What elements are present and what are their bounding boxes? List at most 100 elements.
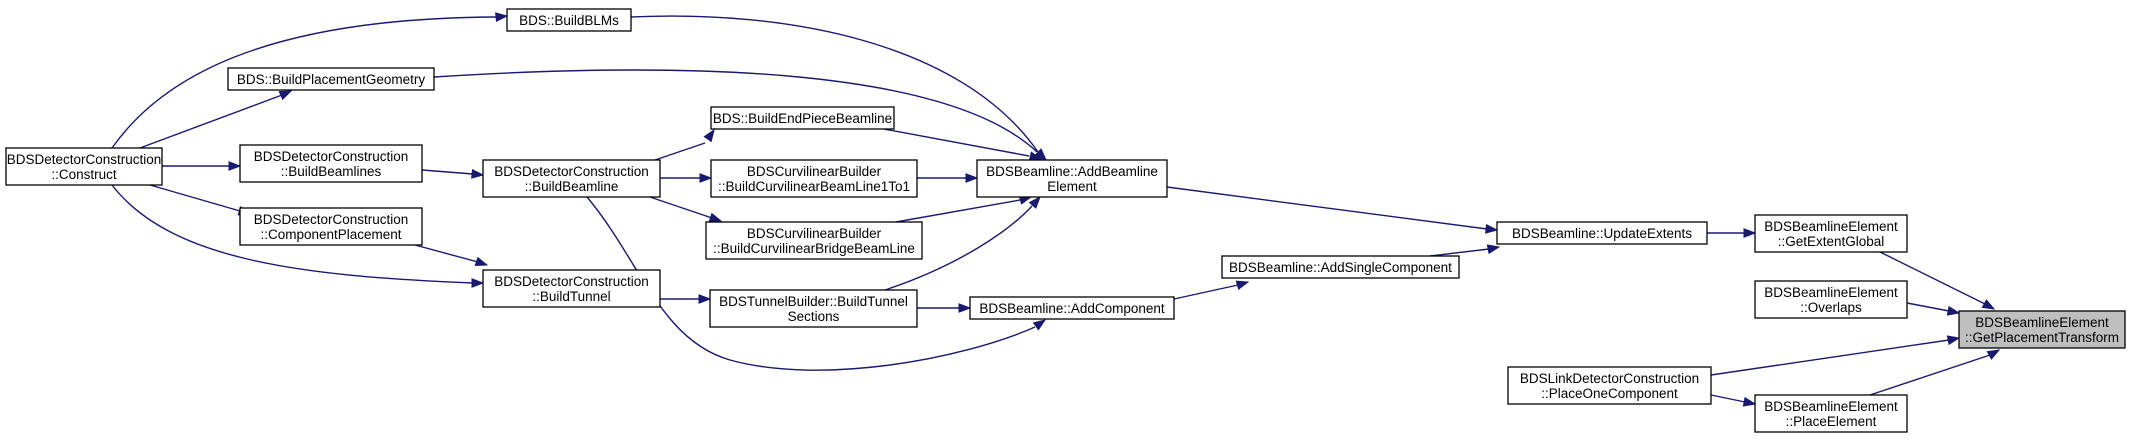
edge-line <box>1429 248 1490 257</box>
node-box[interactable] <box>710 106 895 130</box>
node-label: BDSTunnelBuilder::BuildTunnel <box>719 294 908 309</box>
edge-line <box>111 184 474 284</box>
graph-node-n1[interactable]: BDSDetectorConstruction::Construct <box>5 147 163 186</box>
edge-n7-n11 <box>660 294 712 304</box>
arrowhead-icon <box>1742 396 1757 407</box>
arrowhead-icon <box>965 173 979 183</box>
edge-n11-n13 <box>917 303 972 313</box>
edge-line <box>111 16 498 149</box>
arrowhead-icon <box>495 12 509 23</box>
arrowhead-icon <box>1235 280 1250 291</box>
graph-node-n18[interactable]: BDSBeamlineElement::Overlaps <box>1754 280 1908 319</box>
node-label: ::GetExtentGlobal <box>1778 234 1885 249</box>
node-label: Sections <box>788 309 840 324</box>
arrowhead-icon <box>474 256 489 267</box>
node-box[interactable] <box>506 8 632 32</box>
edge-n8-n12 <box>883 128 1043 161</box>
node-label: BDSDetectorConstruction <box>254 149 409 164</box>
node-label: BDSDetectorConstruction <box>254 212 409 227</box>
graph-node-n20[interactable]: BDSBeamlineElement::GetPlacementTransfor… <box>1958 310 2126 349</box>
node-label: ::PlaceElement <box>1786 414 1877 429</box>
node-box[interactable] <box>1507 366 1712 405</box>
edge-n1-n5 <box>149 184 252 216</box>
node-box[interactable] <box>710 159 918 198</box>
graph-node-n4[interactable]: BDSDetectorConstruction::BuildBeamlines <box>239 144 423 183</box>
edge-line <box>421 169 474 175</box>
node-label: BDSBeamlineElement <box>1764 219 1898 234</box>
node-label: BDSBeamlineElement <box>1975 315 2109 330</box>
node-label: ::ComponentPlacement <box>260 227 401 242</box>
node-box[interactable] <box>976 159 1168 198</box>
node-label: ::BuildBeamlines <box>281 164 382 179</box>
node-box[interactable] <box>1754 394 1908 433</box>
arrowhead-icon <box>278 90 293 101</box>
node-label: ::PlaceOneComponent <box>1541 386 1678 401</box>
node-box[interactable] <box>1754 214 1908 253</box>
node-label: BDS::BuildBLMs <box>519 13 619 28</box>
node-label: BDS::BuildEndPieceBeamline <box>713 111 892 126</box>
edge-n18-n20 <box>1906 302 1961 316</box>
graph-node-n3[interactable]: BDS::BuildPlacementGeometry <box>227 67 435 91</box>
graph-node-n9[interactable]: BDSCurvilinearBuilder::BuildCurvilinearB… <box>710 159 918 198</box>
graph-node-n2[interactable]: BDS::BuildBLMs <box>506 8 632 32</box>
node-label: BDSCurvilinearBuilder <box>747 226 882 241</box>
edge-line <box>1879 251 1986 305</box>
edge-line <box>884 205 1033 291</box>
nodes-layer: BDSDetectorConstruction::Construct BDS::B… <box>5 8 2126 433</box>
node-box[interactable] <box>969 296 1175 320</box>
node-label: BDSBeamlineElement <box>1764 399 1898 414</box>
node-label: ::BuildCurvilinearBeamLine1To1 <box>718 179 910 194</box>
edge-n6-n9 <box>660 173 713 183</box>
edge-line <box>586 196 1036 371</box>
graph-node-n15[interactable]: BDSBeamline::UpdateExtents <box>1496 221 1708 245</box>
edge-n13-n14 <box>1173 280 1250 300</box>
graph-node-n17[interactable]: BDSBeamlineElement::GetExtentGlobal <box>1754 214 1908 253</box>
arrowhead-icon <box>1034 148 1048 161</box>
edge-n2-n12 <box>630 15 1047 161</box>
edge-n14-n15 <box>1429 244 1501 257</box>
node-box[interactable] <box>482 269 661 308</box>
edge-line <box>1166 186 1488 230</box>
node-label: BDSDetectorConstruction <box>494 164 649 179</box>
node-label: BDSBeamline::AddBeamline <box>986 164 1158 179</box>
edge-line <box>433 69 1038 153</box>
node-box[interactable] <box>1496 221 1708 245</box>
graph-node-n14[interactable]: BDSBeamline::AddSingleComponent <box>1221 255 1460 279</box>
graph-node-n7[interactable]: BDSDetectorConstruction::BuildTunnel <box>482 269 661 308</box>
node-label: ::BuildTunnel <box>532 289 610 304</box>
node-label: ::Overlaps <box>1800 300 1862 315</box>
node-box[interactable] <box>709 289 918 328</box>
arrowhead-icon <box>1946 305 1961 316</box>
node-box[interactable] <box>482 159 661 198</box>
node-label: BDSLinkDetectorConstruction <box>1520 371 1699 386</box>
focus-node-box[interactable] <box>1958 310 2126 349</box>
graph-node-n19[interactable]: BDSBeamlineElement::PlaceElement <box>1754 394 1908 433</box>
edge-line <box>895 199 1021 223</box>
node-box[interactable] <box>1754 280 1908 319</box>
node-box[interactable] <box>1221 255 1460 279</box>
graph-node-n16[interactable]: BDSLinkDetectorConstruction::PlaceOneCom… <box>1507 366 1712 405</box>
node-box[interactable] <box>239 207 423 246</box>
node-box[interactable] <box>239 144 423 183</box>
edge-n9-n12 <box>917 173 979 183</box>
graph-node-n6[interactable]: BDSDetectorConstruction::BuildBeamline <box>482 159 661 198</box>
graph-node-n5[interactable]: BDSDetectorConstruction::ComponentPlacem… <box>239 207 423 246</box>
edge-line <box>1906 302 1950 312</box>
graph-node-n13[interactable]: BDSBeamline::AddComponent <box>969 296 1175 320</box>
node-box[interactable] <box>5 147 163 186</box>
arrowhead-icon <box>471 168 485 179</box>
edge-n16-n20 <box>1710 335 1961 376</box>
graph-node-n10[interactable]: BDSCurvilinearBuilder::BuildCurvilinearB… <box>705 221 923 260</box>
arrowhead-icon <box>1946 335 1961 346</box>
node-box[interactable] <box>227 67 435 91</box>
edge-n1-n3 <box>139 90 293 149</box>
arrowhead-icon <box>708 212 723 223</box>
edge-line <box>1173 284 1239 300</box>
node-label: Element <box>1047 179 1097 194</box>
edge-line <box>1869 354 1991 396</box>
edge-n5-n7 <box>414 244 489 267</box>
graph-node-n8[interactable]: BDS::BuildEndPieceBeamline <box>710 106 895 130</box>
node-box[interactable] <box>705 221 923 260</box>
